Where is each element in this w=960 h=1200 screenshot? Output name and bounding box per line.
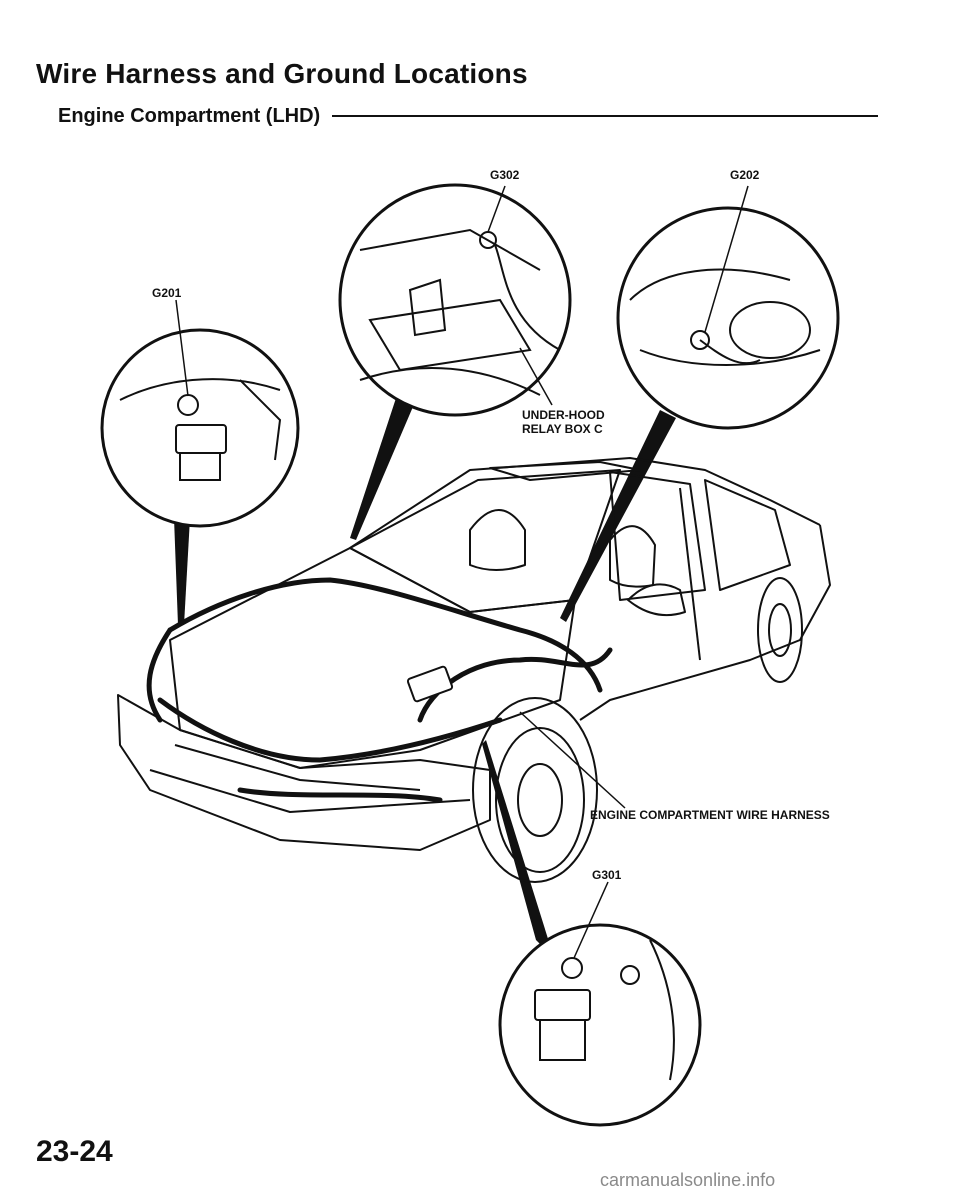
- car-side: [579, 524, 831, 721]
- front-hub: [517, 763, 563, 837]
- detail-g202: [616, 206, 840, 430]
- wire-harness: [146, 577, 613, 803]
- label-g302: G302: [490, 168, 520, 182]
- leader-lines: [175, 185, 749, 959]
- wedge-g301: [482, 740, 554, 958]
- wedge-g202: [560, 410, 676, 622]
- front-wheel: [495, 727, 585, 873]
- label-relay-line1: UNDER-HOOD: [522, 408, 605, 422]
- relay-box: [406, 665, 454, 703]
- detail-g201: [100, 328, 300, 528]
- leader-g301: [573, 881, 609, 959]
- label-g201: G201: [152, 286, 182, 300]
- leader-g201: [175, 299, 189, 397]
- label-relay-line2: RELAY BOX C: [522, 422, 603, 436]
- footer-watermark-url: carmanualsonline.info: [600, 1170, 776, 1190]
- header-rule: [332, 115, 878, 117]
- callout-wedges: [174, 392, 676, 958]
- sunroof: [489, 461, 641, 481]
- door-line: [679, 487, 701, 661]
- leader-g302: [487, 185, 506, 233]
- harness-front: [157, 697, 503, 763]
- page-title: Wire Harness and Ground Locations: [36, 58, 528, 89]
- side-mirror: [627, 583, 686, 616]
- label-g301: G301: [592, 868, 622, 882]
- front-side-window: [609, 471, 706, 601]
- label-relay-box: UNDER-HOOD RELAY BOX C: [522, 408, 605, 436]
- leader-g202: [704, 185, 749, 333]
- detail-g302: [338, 183, 572, 417]
- seat-2: [609, 525, 656, 588]
- rear-hub: [768, 603, 792, 657]
- rear-window: [704, 479, 791, 591]
- leader-harness: [519, 711, 626, 809]
- car-body: [117, 457, 831, 883]
- page-number: 23-24: [36, 1135, 113, 1168]
- leader-relay: [519, 347, 553, 406]
- harness-main: [167, 577, 603, 693]
- label-harness: ENGINE COMPARTMENT WIRE HARNESS: [590, 808, 830, 822]
- harness-left: [146, 627, 173, 723]
- section-header: Engine Compartment (LHD): [58, 102, 878, 130]
- wedge-g302: [350, 392, 418, 540]
- rear-wheel: [757, 577, 803, 683]
- seat-1: [469, 509, 526, 571]
- harness-lower: [237, 787, 443, 803]
- grille: [174, 744, 421, 791]
- bumper-line: [149, 769, 471, 813]
- detail-g301: [498, 923, 702, 1127]
- wedge-g201: [174, 518, 190, 625]
- front-wheel-arch: [472, 697, 598, 883]
- section-subtitle: Engine Compartment (LHD): [58, 104, 321, 127]
- label-g202: G202: [730, 168, 760, 182]
- front-bumper: [117, 694, 491, 851]
- car-roof: [349, 457, 821, 549]
